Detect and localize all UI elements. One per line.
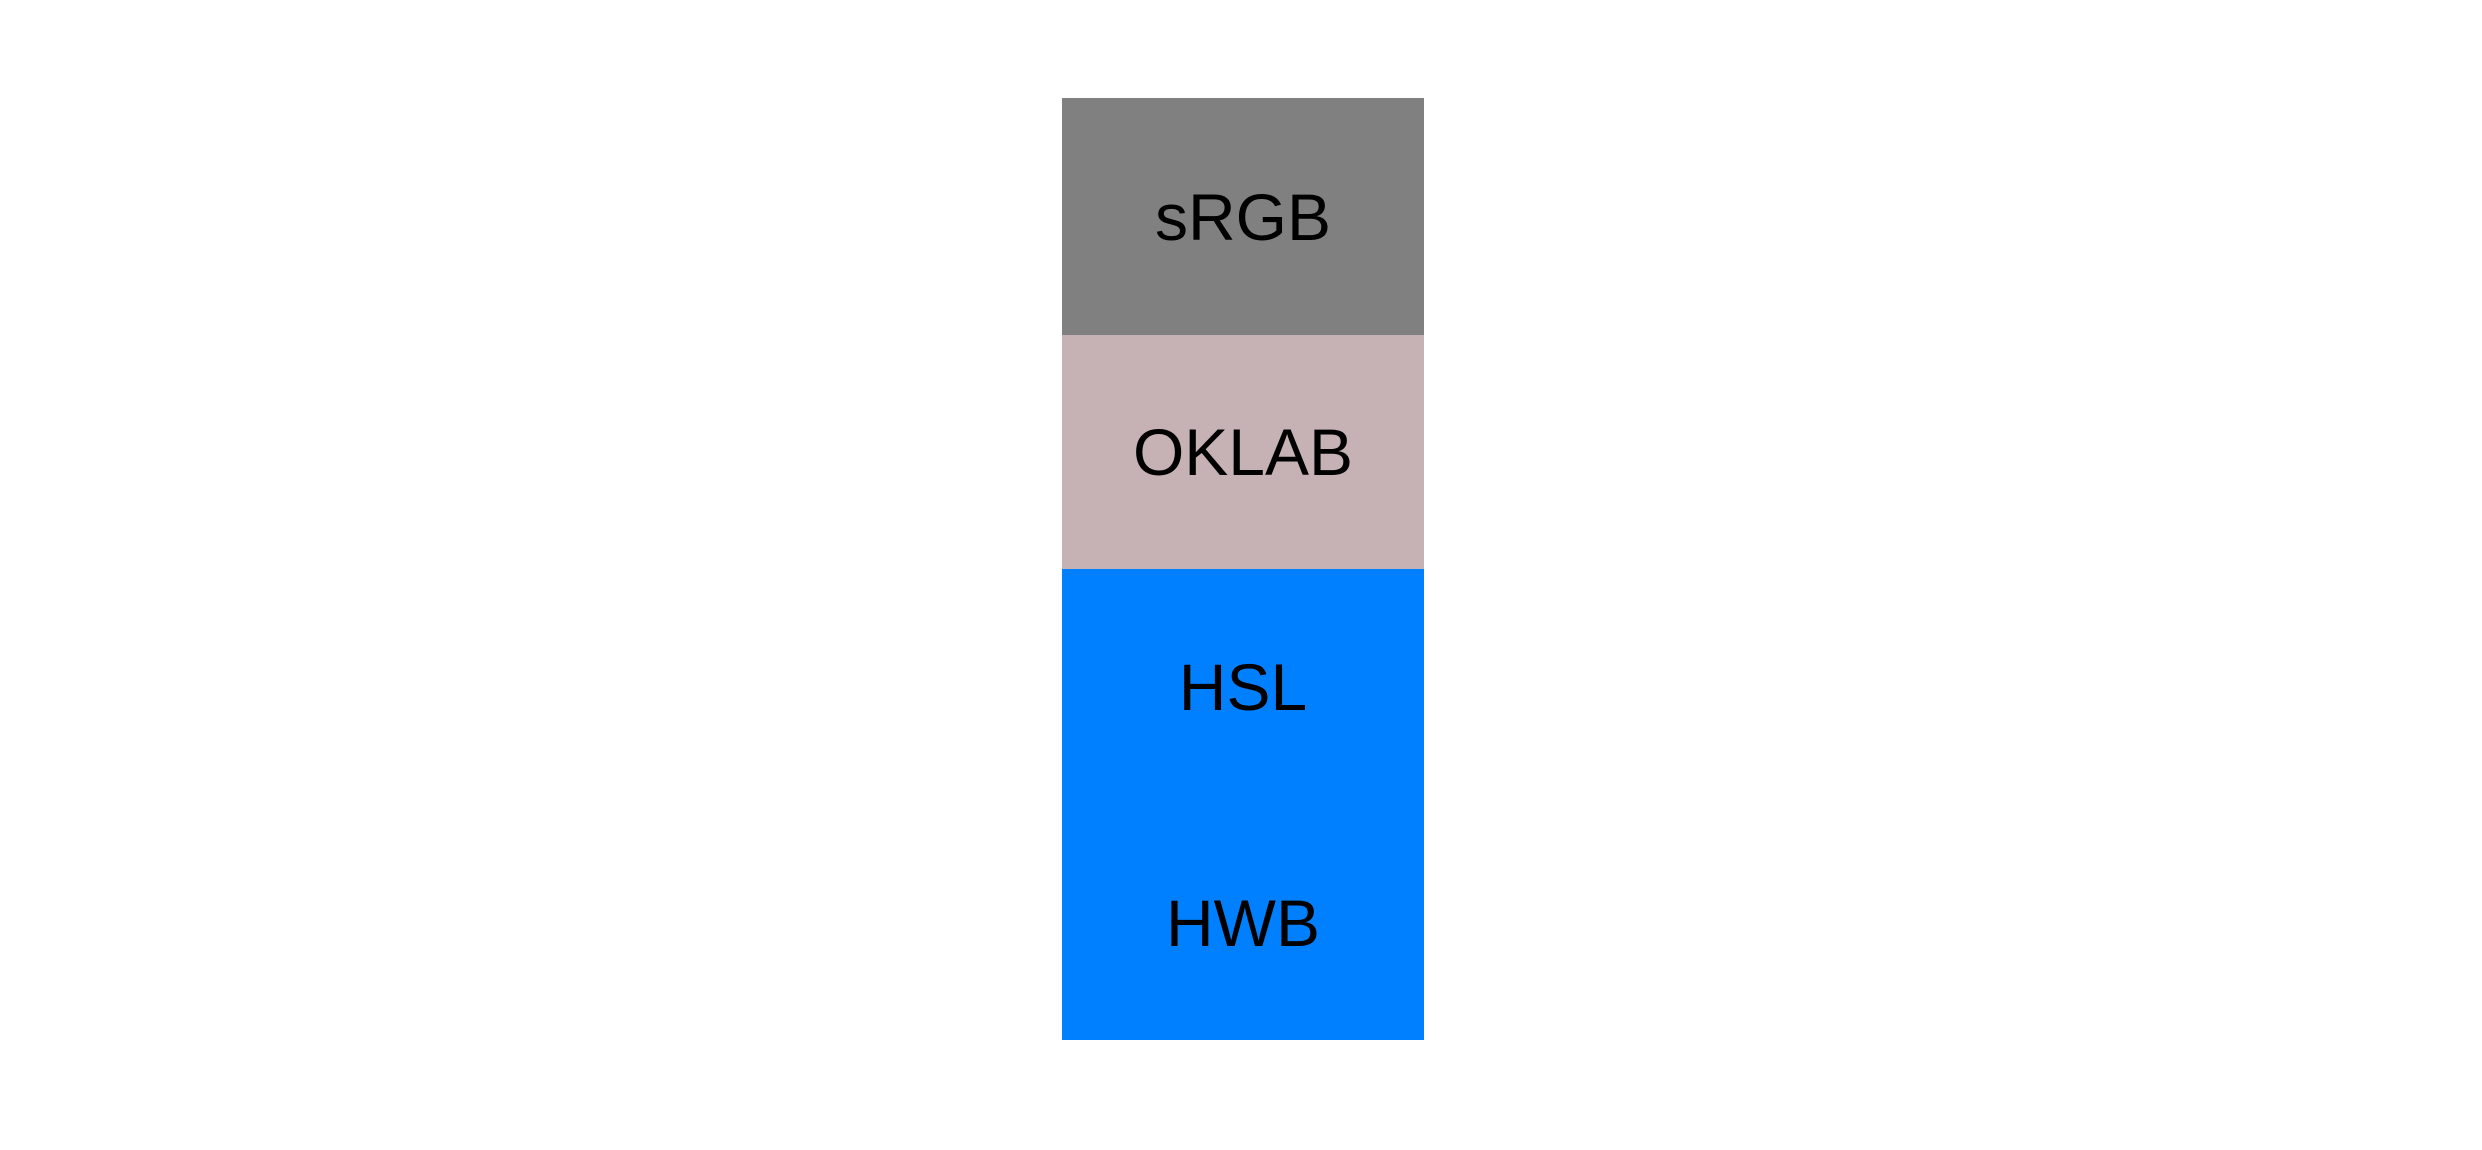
swatch-label-hsl: HSL — [1178, 650, 1308, 724]
color-interpolation-swatch-stack: sRGB OKLAB HSL HWB — [1062, 98, 1424, 1040]
swatch-oklab[interactable]: OKLAB — [1062, 335, 1424, 569]
swatch-srgb[interactable]: sRGB — [1062, 98, 1424, 335]
swatch-label-srgb: sRGB — [1154, 179, 1332, 254]
swatch-hwb[interactable]: HWB — [1062, 805, 1424, 1040]
swatch-label-oklab: OKLAB — [1132, 415, 1354, 489]
swatch-label-hwb: HWB — [1166, 885, 1320, 960]
swatch-hsl[interactable]: HSL — [1062, 569, 1424, 805]
